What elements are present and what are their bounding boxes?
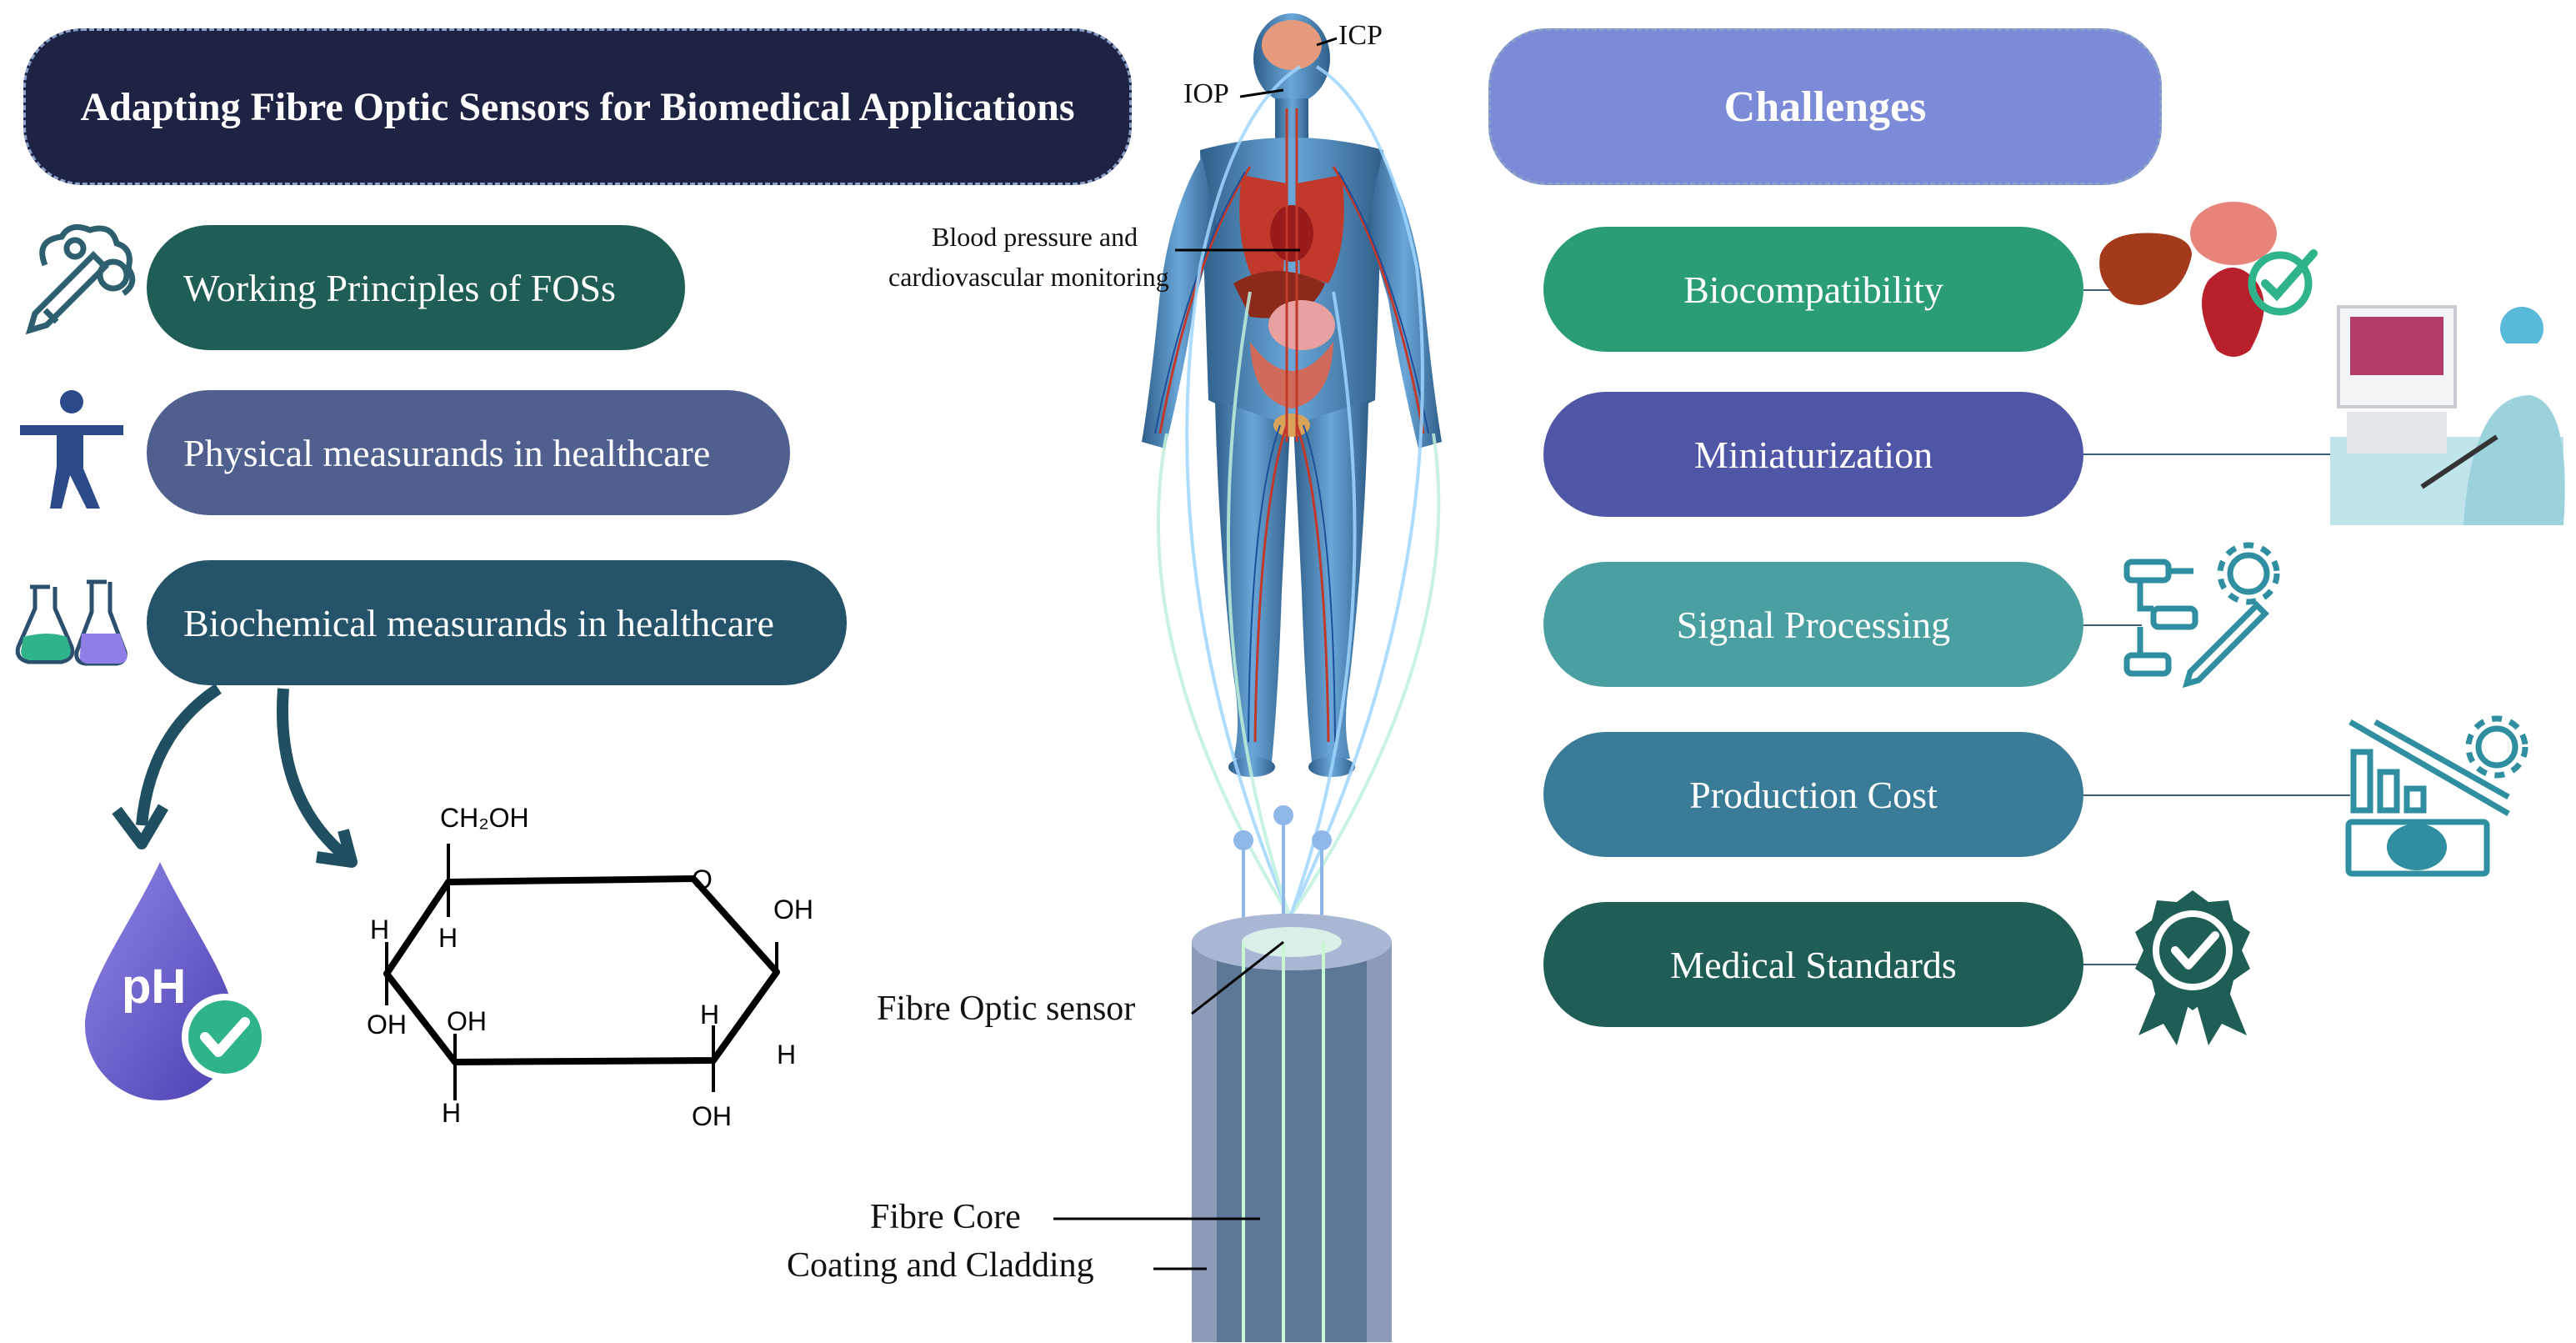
glucose-h-left: H	[370, 915, 389, 945]
challenge-medical-standards-label: Medical Standards	[1670, 943, 1957, 986]
label-fibre-optic-sensor: Fibre Optic sensor	[877, 990, 1136, 1028]
ph-label: pH	[122, 960, 187, 1014]
glucose-molecule: CH₂OH O OH H H OH H OH OH H H	[367, 803, 813, 1131]
topic-biochemical-measurands-label: Biochemical measurands in healthcare	[183, 601, 774, 644]
label-fibre-core: Fibre Core	[870, 1198, 1021, 1236]
section-header-challenges-label: Challenges	[1723, 83, 1927, 131]
glucose-oh-inner: OH	[447, 1006, 487, 1036]
topic-working-principles-label: Working Principles of FOSs	[183, 266, 616, 309]
glucose-ring-oxygen: O	[692, 864, 713, 894]
topic-biochemical-measurands: Biochemical measurands in healthcare	[147, 560, 847, 685]
section-header-challenges: Challenges	[1488, 28, 2162, 185]
glucose-h-top-left: H	[438, 923, 458, 953]
section-header-adapting: Adapting Fibre Optic Sensors for Biomedi…	[23, 28, 1132, 185]
glucose-ch2oh: CH₂OH	[440, 803, 529, 833]
topic-physical-measurands-label: Physical measurands in healthcare	[183, 431, 711, 474]
surgeon-monitor-icon	[2330, 305, 2565, 525]
ph-drop-icon	[85, 862, 268, 1100]
challenge-signal-processing-label: Signal Processing	[1676, 603, 1951, 646]
challenge-biocompatibility: Biocompatibility	[1543, 227, 2083, 352]
challenge-signal-processing: Signal Processing	[1543, 562, 2083, 687]
glucose-h-bottom-left: H	[442, 1098, 461, 1128]
glucose-h-mid-right: H	[700, 1000, 719, 1030]
label-blood-pressure-2: cardiovascular monitoring	[888, 262, 1169, 292]
label-icp: ICP	[1338, 20, 1383, 51]
person-pose-icon	[20, 390, 123, 509]
challenge-miniaturization-label: Miniaturization	[1693, 433, 1933, 476]
organs-check-icon	[2099, 202, 2318, 357]
flasks-icon	[15, 579, 128, 666]
challenge-miniaturization: Miniaturization	[1543, 392, 2083, 517]
section-header-adapting-label: Adapting Fibre Optic Sensors for Biomedi…	[80, 84, 1075, 129]
brain-gear-pencil-icon	[25, 223, 136, 335]
label-blood-pressure-1: Blood pressure and	[932, 222, 1138, 252]
glucose-h-right: H	[777, 1040, 796, 1070]
label-coating-cladding: Coating and Cladding	[787, 1246, 1094, 1285]
glucose-oh-bottom-right: OH	[692, 1101, 732, 1131]
topic-working-principles: Working Principles of FOSs	[147, 225, 685, 350]
glucose-oh-left: OH	[367, 1010, 407, 1040]
topic-physical-measurands: Physical measurands in healthcare	[147, 390, 790, 515]
challenge-production-cost-label: Production Cost	[1689, 773, 1938, 816]
glucose-oh-right: OH	[773, 894, 813, 925]
ribbon-badge-check-icon	[2135, 890, 2250, 1045]
flowchart-gear-pencil-icon	[2123, 542, 2280, 689]
challenge-biocompatibility-label: Biocompatibility	[1683, 268, 1943, 311]
label-iop: IOP	[1183, 78, 1229, 109]
challenge-production-cost: Production Cost	[1543, 732, 2083, 857]
challenge-medical-standards: Medical Standards	[1543, 902, 2083, 1027]
fibre-optic-cylinder	[1192, 914, 1392, 1342]
cost-chart-icon	[2345, 715, 2528, 877]
